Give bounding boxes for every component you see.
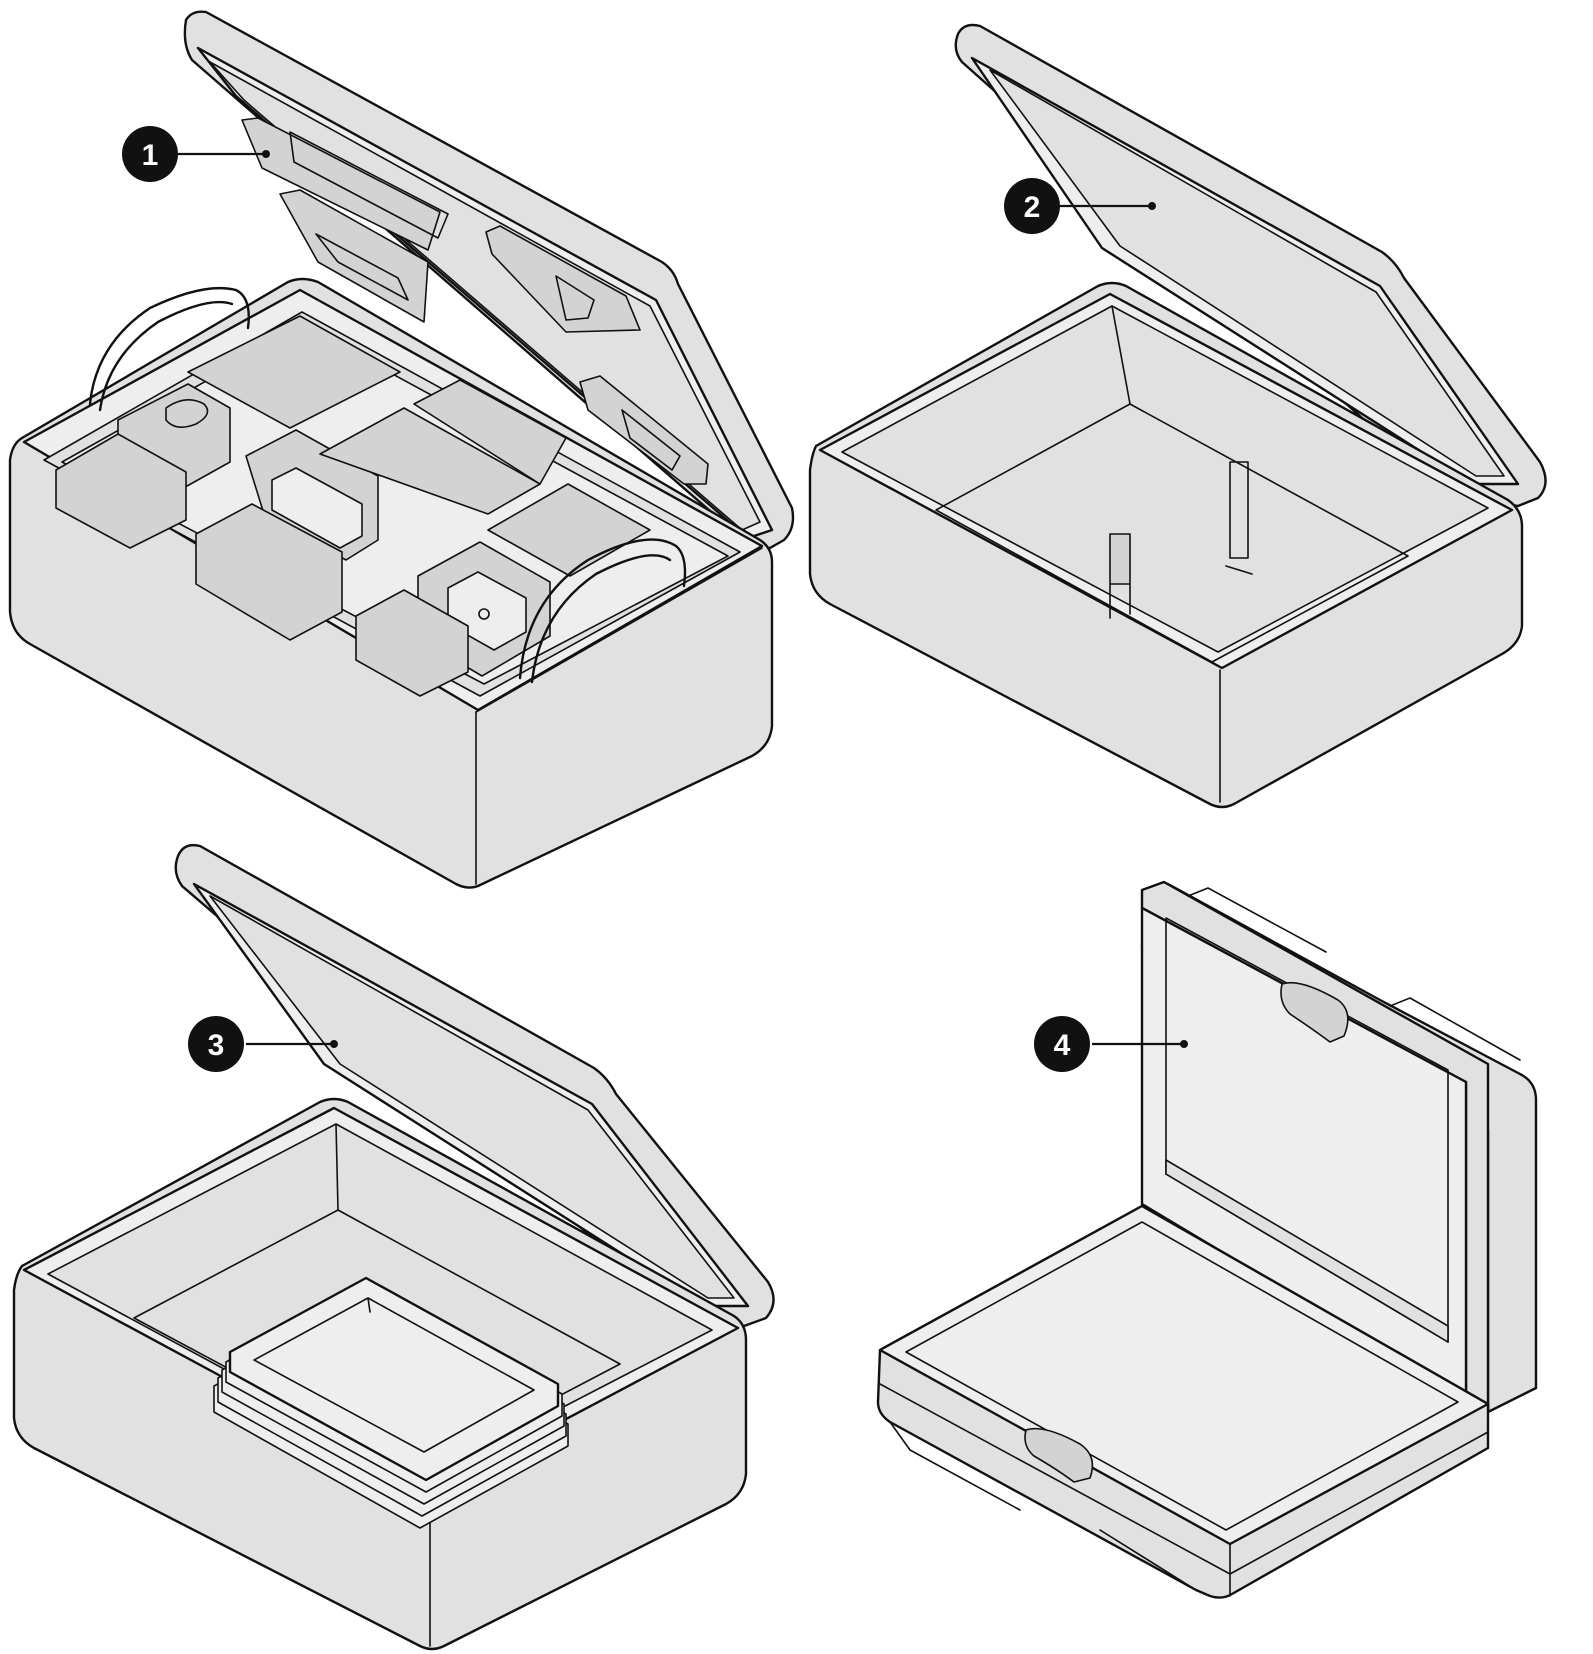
case-1-body: [8, 277, 774, 889]
case-4: [876, 880, 1538, 1599]
case-2-body: [808, 281, 1524, 809]
case-3-stacked-trays: [213, 1276, 569, 1529]
case-1-handles: [88, 286, 687, 684]
case-4-body: [876, 1204, 1490, 1599]
callout-label-3: 3: [208, 1029, 225, 1062]
callout-label-4: 4: [1054, 1029, 1071, 1062]
case-3-body: [12, 1097, 748, 1651]
callout-leaders: [178, 150, 1188, 1048]
callout-badge-4: 4: [1034, 1016, 1090, 1072]
case-1-lid: [183, 10, 795, 550]
callout-badge-3: 3: [188, 1016, 244, 1072]
callout-label-2: 2: [1024, 191, 1041, 224]
case-2: [808, 23, 1547, 809]
case-2-lid: [954, 23, 1547, 508]
case-1: [8, 10, 795, 889]
callout-badge-2: 2: [1004, 178, 1060, 234]
callout-badge-1: 1: [122, 126, 178, 182]
case-4-lid: [1140, 880, 1538, 1414]
case-3: [12, 843, 775, 1651]
case-3-lid: [174, 843, 775, 1328]
callout-label-1: 1: [142, 139, 159, 172]
